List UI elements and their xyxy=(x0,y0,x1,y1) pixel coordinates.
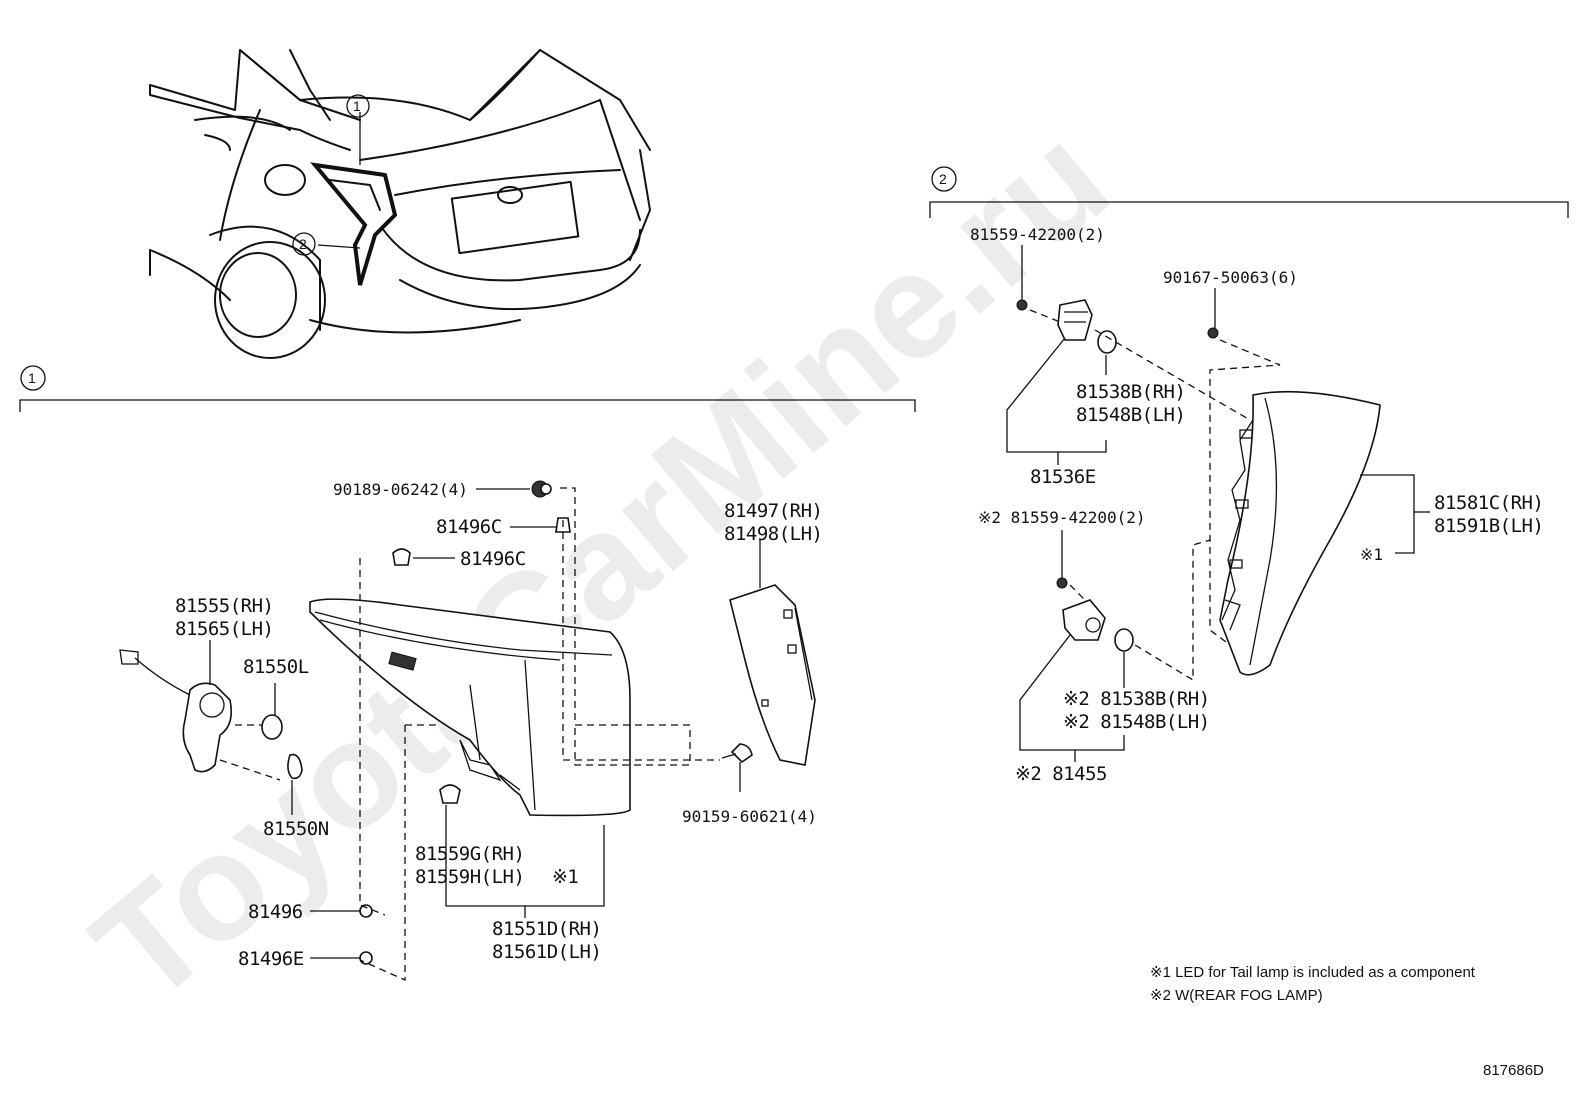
label-81551D-rh: 81551D(RH) xyxy=(492,918,601,940)
section-2-header: 2 xyxy=(929,166,1569,218)
section-1-labels: 90189-06242(4) 81496C 81496C 81555(RH) 8… xyxy=(175,480,823,970)
label-81496C-b: 81496C xyxy=(460,548,526,570)
bulb-81550N xyxy=(287,753,303,780)
label-81550L: 81550L xyxy=(243,656,309,678)
bolt-90159 xyxy=(730,743,753,764)
section-2-marker xyxy=(931,166,957,192)
clip-81496C-b xyxy=(392,548,411,566)
overview-marker-2-number: 2 xyxy=(299,236,307,252)
nut-81496E xyxy=(359,951,373,965)
label-81559-42200-fog: ※2 81559-42200(2) xyxy=(978,508,1146,527)
label-81536E: 81536E xyxy=(1030,466,1096,488)
diagram-id: 817686D xyxy=(1483,1062,1544,1079)
socket-81455 xyxy=(1062,599,1106,641)
lamp-garnish xyxy=(729,584,816,766)
label-81559G-rh: 81559G(RH) xyxy=(415,843,524,865)
car-overview-illustration: 1 2 xyxy=(149,49,651,359)
label-81550N: 81550N xyxy=(263,818,329,840)
section-1-marker-number: 1 xyxy=(28,370,36,386)
footnote-1: ※1 LED for Tail lamp is included as a co… xyxy=(1150,964,1476,981)
section-2-marker-number: 2 xyxy=(939,171,947,187)
section-1-header: 1 xyxy=(19,365,916,412)
overview-marker-1 xyxy=(346,94,370,118)
label-81538B-rh-fog: ※2 81538B(RH) xyxy=(1063,688,1210,710)
bulb-81538B-top xyxy=(1097,330,1117,354)
bulb-81550L xyxy=(261,714,283,740)
section-2-labels: 81559-42200(2) 90167-50063(6) 81538B(RH)… xyxy=(970,225,1544,785)
label-81496: 81496 xyxy=(248,901,303,923)
note-ref-1: ※1 xyxy=(552,866,578,888)
socket-81536E xyxy=(1057,299,1093,341)
label-81455: ※2 81455 xyxy=(1015,763,1107,785)
label-81548B-lh-fog: ※2 81548B(LH) xyxy=(1063,711,1210,733)
socket-and-wire xyxy=(182,682,233,773)
label-81591B-lh: 81591B(LH) xyxy=(1434,515,1543,537)
note-ref-1-right: ※1 xyxy=(1360,545,1383,564)
footnote-2: ※2 W(REAR FOG LAMP) xyxy=(1150,987,1323,1004)
overview-marker-2 xyxy=(292,232,316,256)
label-81498-lh: 81498(LH) xyxy=(724,523,822,545)
label-81561D-lh: 81561D(LH) xyxy=(492,941,601,963)
bulb-81538B-fog xyxy=(1114,628,1134,652)
label-81565-lh: 81565(LH) xyxy=(175,618,273,640)
screw-81559-fog xyxy=(1056,577,1068,589)
footnotes: ※1 LED for Tail lamp is included as a co… xyxy=(1150,964,1476,1004)
label-81496E: 81496E xyxy=(238,948,304,970)
screw-90167 xyxy=(1207,327,1219,339)
label-90167-50063: 90167-50063(6) xyxy=(1163,268,1298,287)
label-81538B-rh: 81538B(RH) xyxy=(1076,381,1185,403)
label-90189-06242: 90189-06242(4) xyxy=(333,480,468,499)
tail-lamp-assembly xyxy=(309,598,631,817)
screw-81559-top xyxy=(1016,299,1028,311)
label-81496C-a: 81496C xyxy=(436,516,502,538)
section-1-parts xyxy=(119,480,816,982)
label-81559-42200-top: 81559-42200(2) xyxy=(970,225,1105,244)
label-81559H-lh: 81559H(LH) xyxy=(415,866,524,888)
overview-marker-1-number: 1 xyxy=(353,98,361,114)
rear-combination-lamp xyxy=(1219,390,1381,676)
section-2-parts xyxy=(1006,245,1430,762)
label-90159-60621: 90159-60621(4) xyxy=(682,807,817,826)
label-81497-rh: 81497(RH) xyxy=(724,500,822,522)
label-81555-rh: 81555(RH) xyxy=(175,595,273,617)
label-81581C-rh: 81581C(RH) xyxy=(1434,492,1543,514)
section-1-marker xyxy=(20,365,46,391)
label-81548B-lh: 81548B(LH) xyxy=(1076,404,1185,426)
clip-81559 xyxy=(439,784,461,804)
